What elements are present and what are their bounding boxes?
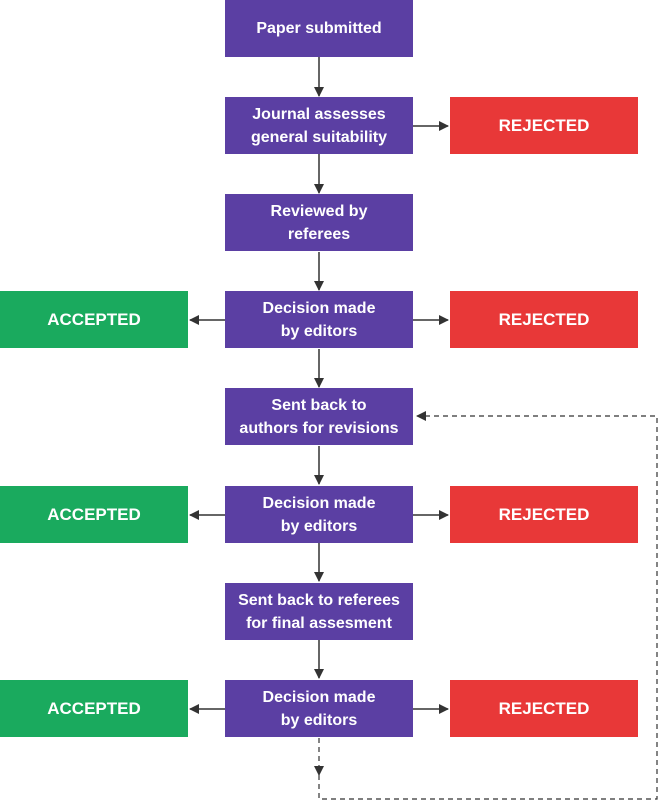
dashed-loop-back: [318, 411, 658, 800]
outcome-rejected-4: REJECTED: [450, 680, 638, 737]
outcome-accepted-1: ACCEPTED: [0, 291, 188, 348]
outcome-accepted-2: ACCEPTED: [0, 486, 188, 543]
outcome-rejected-3: REJECTED: [450, 486, 638, 543]
outcome-accepted-3: ACCEPTED: [0, 680, 188, 737]
outcome-rejected-1: REJECTED: [450, 97, 638, 154]
step-paper-submitted: Paper submitted: [225, 0, 413, 57]
outcome-rejected-2: REJECTED: [450, 291, 638, 348]
